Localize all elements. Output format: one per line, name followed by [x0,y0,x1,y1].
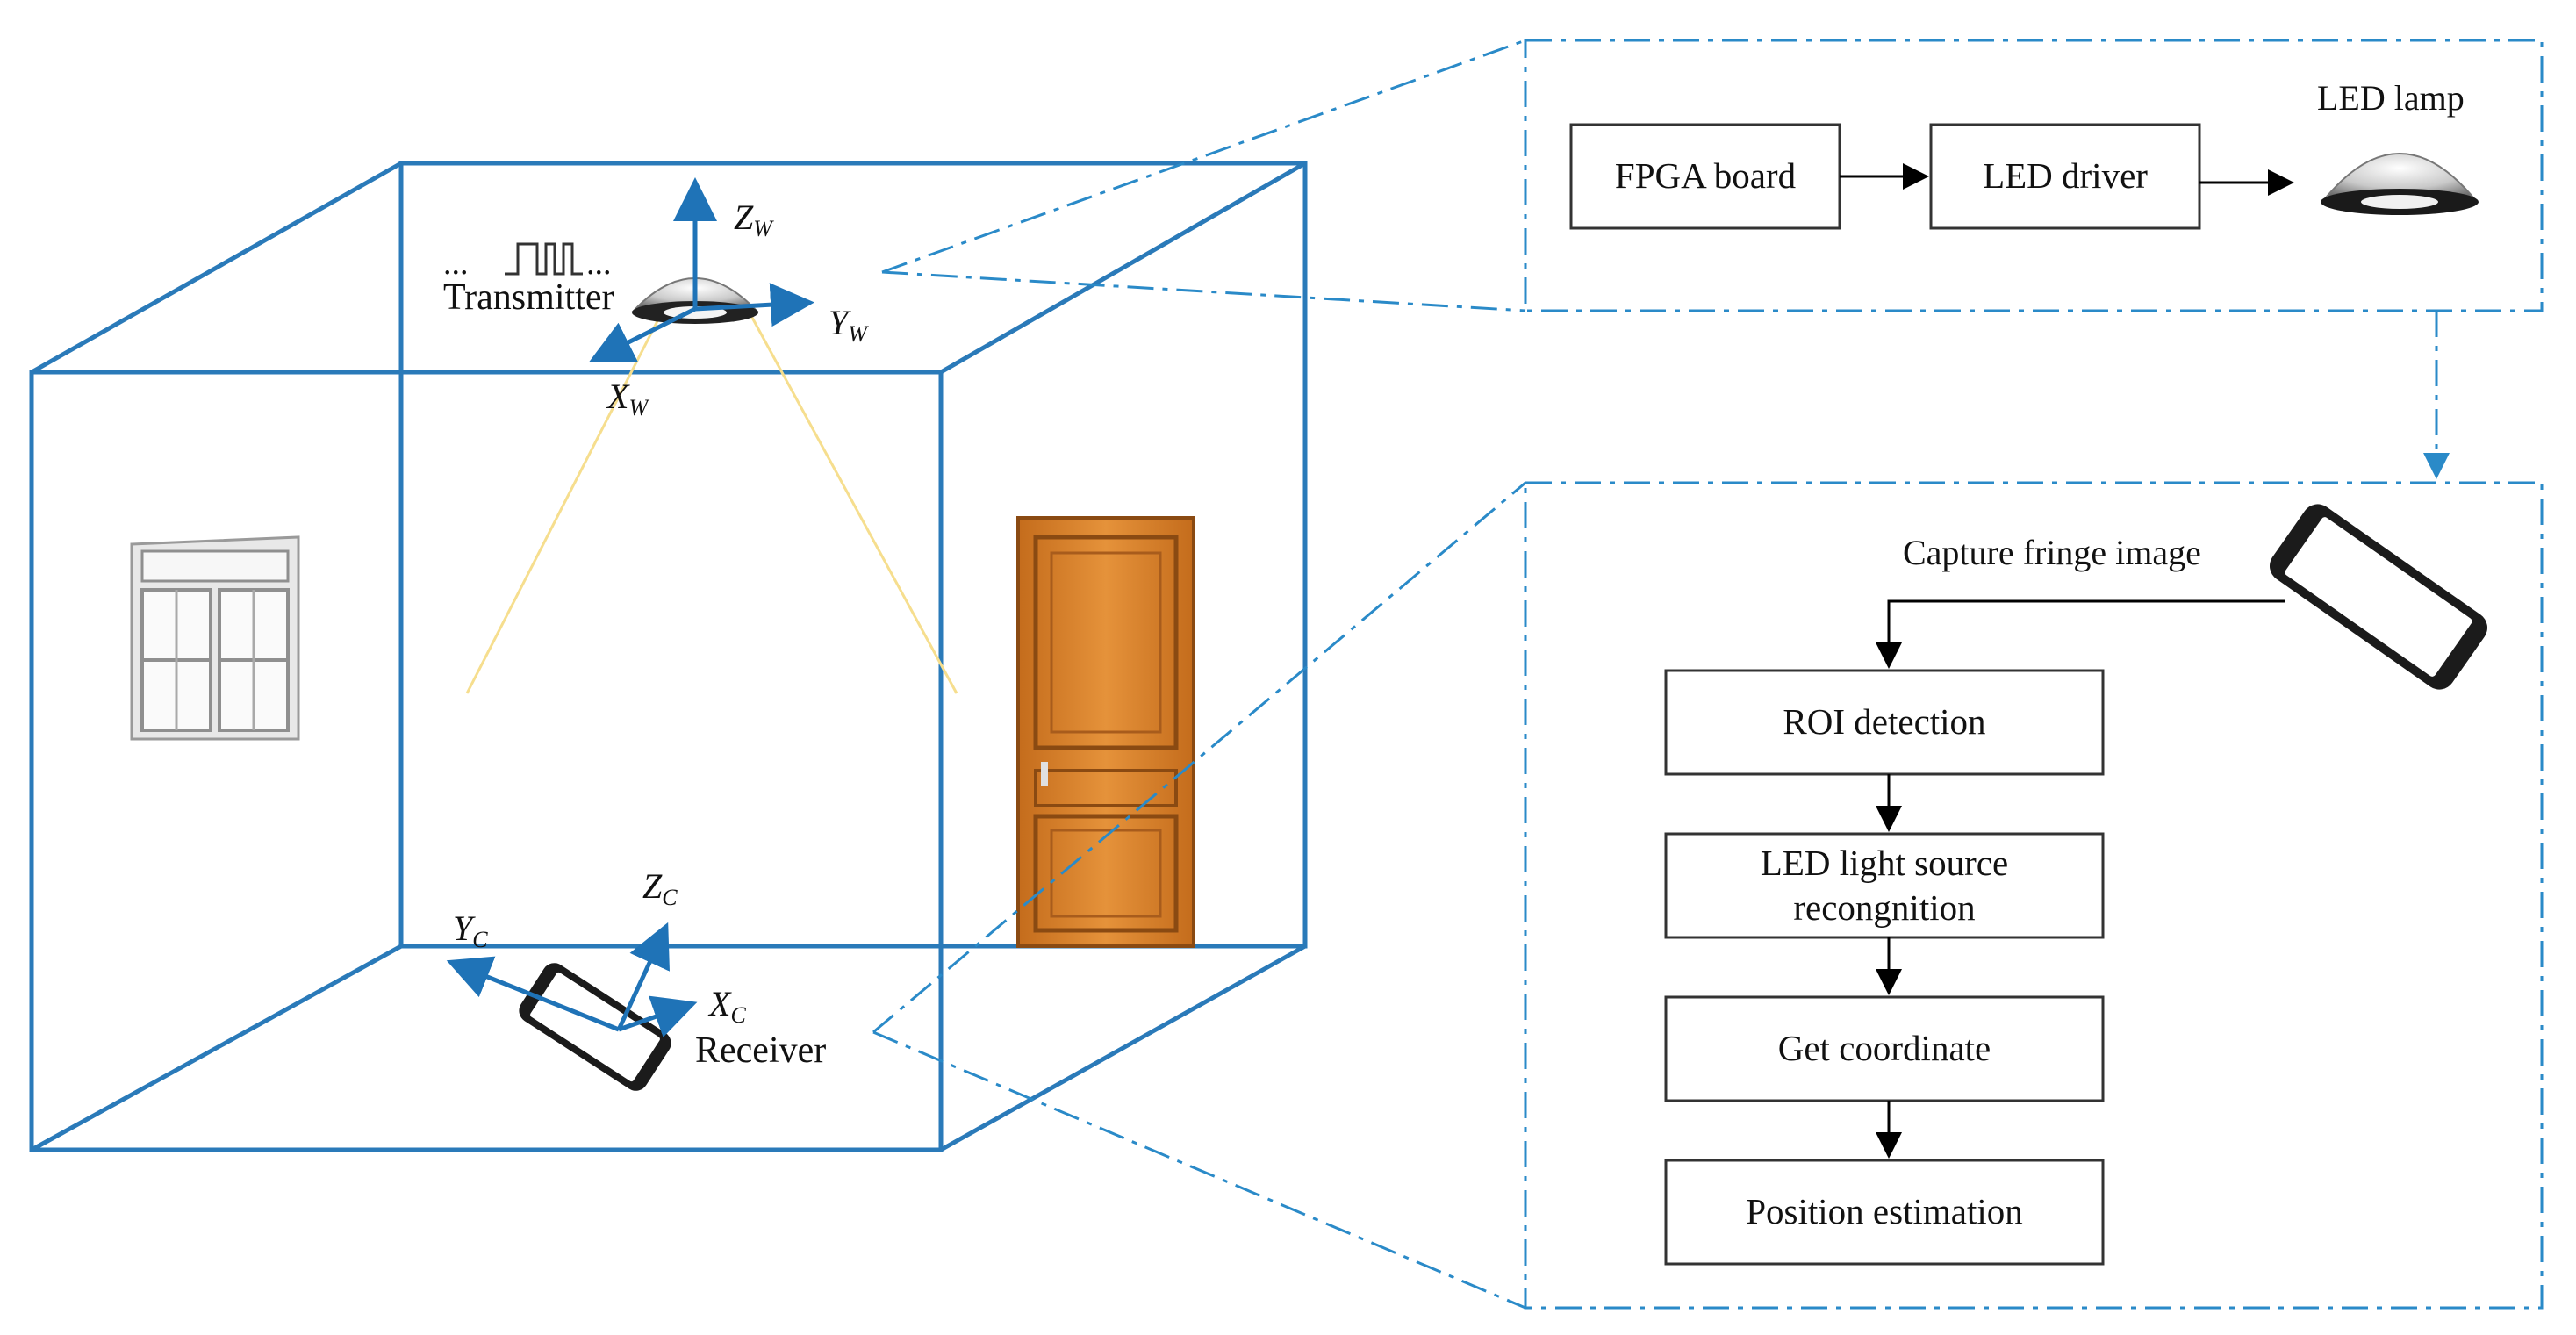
room-back-wall [398,161,1308,949]
square-wave-icon [505,242,583,276]
process-arrows [1876,599,2285,1159]
process-blocks [1664,669,2105,1266]
world-x-label: XW [607,377,649,420]
world-axes [589,177,814,362]
transmitter-label: Transmitter [443,277,614,318]
light-beam [465,315,958,694]
transmitter-panel-frame [1524,39,2544,312]
window-icon [130,535,300,741]
transmitter-arrows [1840,163,2294,196]
dashed-panels [1524,39,2544,1310]
camera-axes [446,922,698,1037]
step-box-1 [1664,669,2105,776]
led-driver-label: LED driver [1983,155,2148,197]
fpga-board-label: FPGA board [1614,155,1797,197]
camera-x-axis [618,995,698,1037]
room-cube [29,161,1308,1152]
led-recognition-label: LED light source recongnition [1760,842,2009,928]
world-y-label: YW [829,303,867,347]
led-lamp-label: LED lamp [2317,78,2465,118]
camera-y-label: YC [453,908,488,952]
camera-z-label: ZC [642,866,678,910]
led-driver-box [1929,123,2201,230]
lamp-icon [2320,153,2479,215]
receiver-label: Receiver [695,1030,827,1071]
world-y-axis [694,283,814,327]
world-z-label: ZW [734,197,772,241]
step-box-4 [1664,1159,2105,1266]
step-box-3 [1664,995,2105,1102]
roi-detection-label: ROI detection [1783,701,1986,743]
position-estimation-label: Position estimation [1746,1191,2023,1232]
smartphone-icon [519,963,671,1091]
get-coordinate-label: Get coordinate [1777,1028,1991,1069]
smartphone-icon [2269,504,2488,690]
zoom-connector [872,39,1526,1310]
world-x-axis [589,306,697,362]
camera-x-label: XC [709,984,746,1028]
step-box-2 [1664,832,2105,939]
camera-y-axis [446,956,620,1032]
capture-fringe-label: Capture fringe image [1903,533,2201,572]
signal-ellipsis-left: ... [443,245,469,282]
door-icon [1016,516,1195,948]
camera-z-axis [616,922,670,1031]
room-front-face [29,370,944,1152]
signal-ellipsis-right: ... [586,245,612,282]
receiver-panel-frame [1524,481,2544,1310]
transmitter-blocks [1569,123,2201,230]
